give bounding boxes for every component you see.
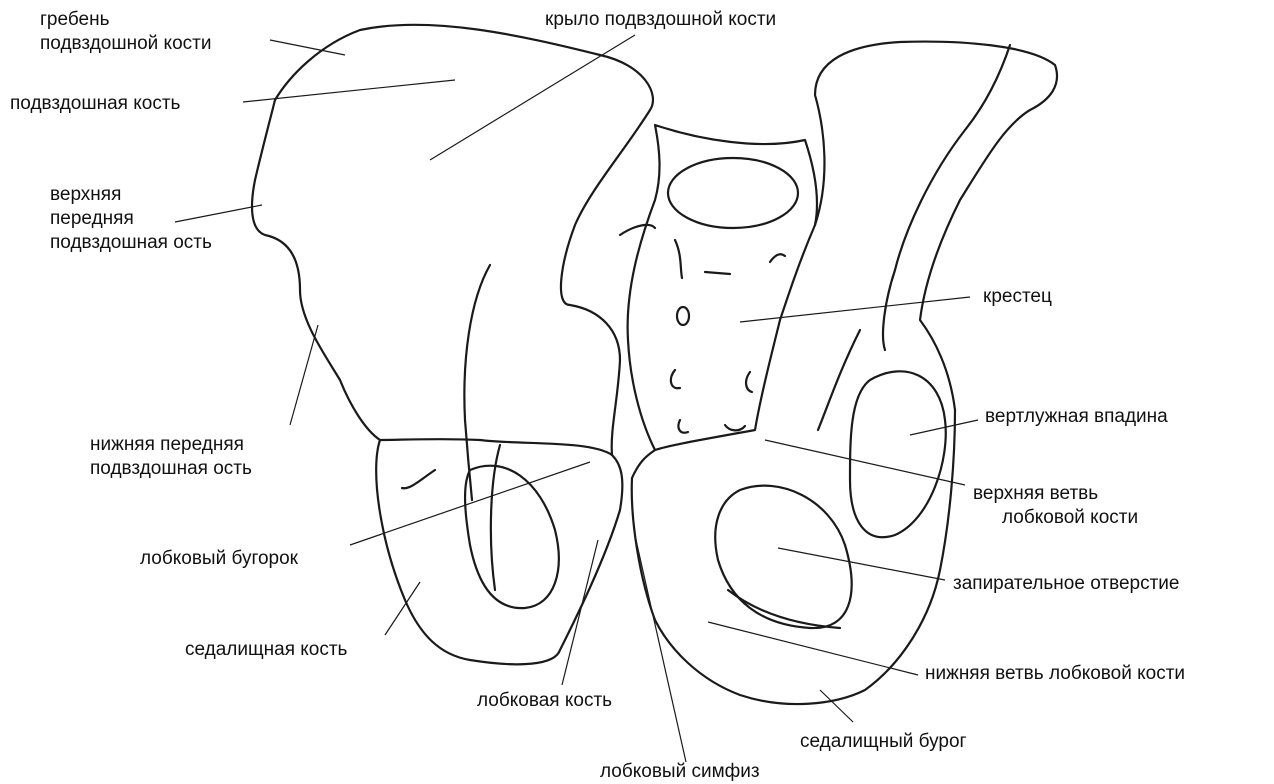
right-obturator-inner bbox=[728, 590, 840, 628]
leader-pubis bbox=[562, 540, 598, 685]
leader-ilium bbox=[243, 80, 455, 102]
leader-aiis bbox=[290, 325, 318, 425]
label-inferior-ramus: нижняя ветвь лобковой кости bbox=[925, 662, 1185, 686]
sacral-foramen-7 bbox=[746, 372, 752, 392]
label-iliac-crest-line1: гребень bbox=[40, 8, 109, 32]
leader-sacrum bbox=[740, 297, 970, 322]
label-superior-ramus-line2: лобковой кости bbox=[1002, 506, 1138, 530]
label-ischium: седалищная кость bbox=[185, 638, 347, 662]
sacral-foramen-6 bbox=[671, 370, 680, 388]
sacral-foramen-5 bbox=[677, 307, 689, 325]
label-asis-line1: верхняя bbox=[50, 183, 121, 207]
label-asis-line2: передняя bbox=[50, 207, 134, 231]
label-pubic-tubercle: лобковый бугорок bbox=[140, 547, 298, 571]
sacral-foramen-9 bbox=[725, 425, 745, 430]
leader-inferior-ramus bbox=[708, 622, 918, 675]
label-obturator-foramen: запирательное отверстие bbox=[953, 572, 1179, 596]
acetabulum bbox=[850, 371, 946, 537]
label-acetabulum: вертлужная впадина bbox=[985, 405, 1168, 429]
label-ilium-wing: крыло подвздошной кости bbox=[545, 8, 776, 32]
leader-ischial-tuberosity bbox=[820, 690, 853, 722]
leader-acetabulum bbox=[910, 420, 978, 435]
leader-asis bbox=[175, 205, 262, 222]
label-superior-ramus-line1: верхняя ветвь bbox=[973, 482, 1098, 506]
label-asis-line3: подвздошная ость bbox=[50, 231, 212, 255]
label-aiis-line2: подвздошная ость bbox=[90, 457, 252, 481]
leader-superior-ramus bbox=[765, 440, 965, 485]
label-aiis-line1: нижняя передняя bbox=[90, 433, 244, 457]
sacral-foramen-2 bbox=[675, 240, 682, 278]
left-hip-bone-outline bbox=[252, 25, 653, 455]
label-ilium: подвздошная кость bbox=[10, 92, 180, 116]
label-ischial-tuberosity: седалищный бурог bbox=[800, 730, 967, 754]
right-obturator-foramen bbox=[715, 486, 851, 628]
right-hip-bone-outline bbox=[632, 42, 1057, 704]
sacrum-top-oval bbox=[668, 158, 798, 228]
sacral-foramen-4 bbox=[770, 254, 785, 262]
leader-obturator bbox=[778, 548, 945, 580]
label-sacrum: крестец bbox=[983, 285, 1052, 309]
sacral-foramen-1 bbox=[620, 225, 655, 235]
leader-pubic-symphysis bbox=[636, 540, 686, 762]
left-inner-rim-2 bbox=[402, 470, 435, 488]
left-ischium-outline bbox=[376, 440, 622, 664]
label-pubic-symphysis: лобковый симфиз bbox=[600, 760, 760, 784]
leader-ischium bbox=[385, 582, 420, 635]
sacral-foramen-3 bbox=[705, 272, 730, 274]
label-pubis: лобковая кость bbox=[477, 689, 612, 713]
label-iliac-crest-line2: подвздошной кости bbox=[40, 32, 211, 56]
sacral-foramen-8 bbox=[678, 420, 688, 433]
left-obturator-foramen bbox=[465, 466, 559, 608]
leader-ilium-wing bbox=[430, 35, 635, 160]
